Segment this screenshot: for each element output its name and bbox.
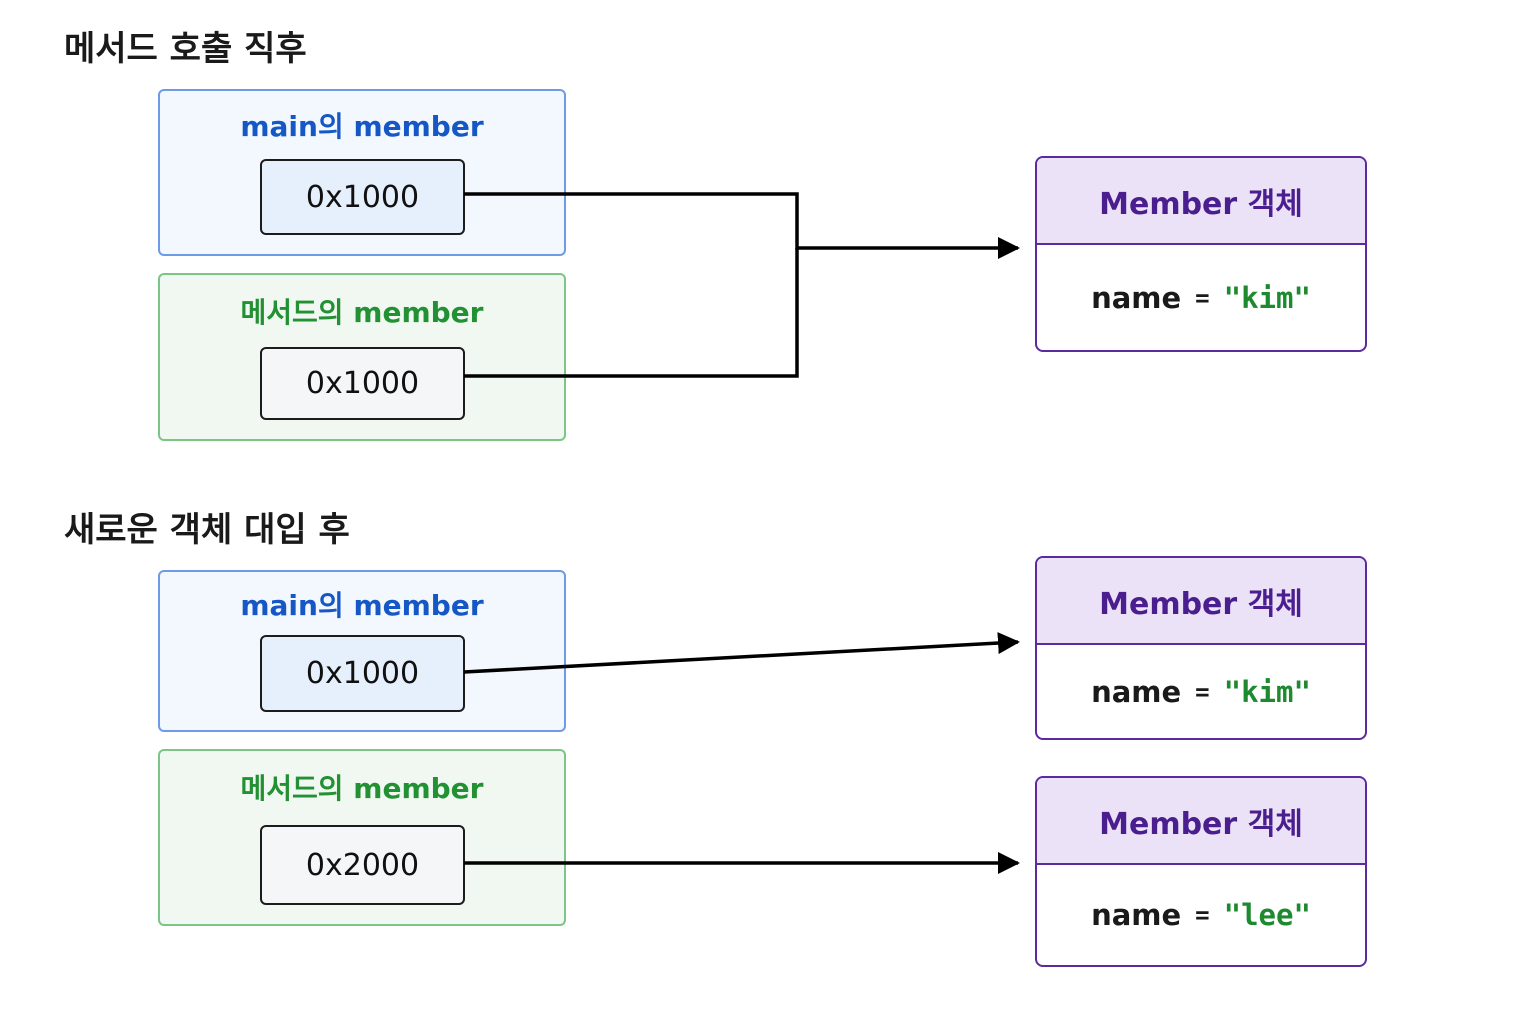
member-object-kim: Member 객체 name = "kim" <box>1035 556 1367 740</box>
field-value-lee: "lee" <box>1223 898 1311 932</box>
member-object-header-kim: Member 객체 <box>1037 558 1365 645</box>
field-value: "kim" <box>1223 280 1311 315</box>
arrow-main-to-shared-object <box>464 192 1020 259</box>
member-object-kim-shared: Member 객체 name = "kim" <box>1035 156 1367 352</box>
method-member-label: 메서드의 member <box>240 296 484 329</box>
main-member-label-2: main의 member <box>240 589 484 622</box>
field-name: name <box>1091 280 1182 315</box>
method-member-box-2: 메서드의 member 0x2000 <box>158 749 566 926</box>
field-name-lee: name <box>1091 898 1182 932</box>
method-member-address-2: 0x2000 <box>260 825 465 905</box>
section-title-after-reassign: 새로운 객체 대입 후 <box>64 510 350 550</box>
field-operator-kim: = <box>1195 677 1210 706</box>
arrow-main-to-kim-object <box>463 632 1020 674</box>
main-member-address-2: 0x1000 <box>260 635 465 712</box>
member-object-header: Member 객체 <box>1037 158 1365 245</box>
main-member-label: main의 member <box>240 110 484 143</box>
member-object-header-lee: Member 객체 <box>1037 778 1365 865</box>
method-member-box: 메서드의 member 0x1000 <box>158 273 566 441</box>
main-member-box: main의 member 0x1000 <box>158 89 566 256</box>
field-operator-lee: = <box>1195 901 1210 929</box>
method-member-address: 0x1000 <box>260 347 465 420</box>
member-object-field-lee: name = "lee" <box>1037 865 1365 965</box>
method-member-label-2: 메서드의 member <box>240 772 484 805</box>
main-member-box-2: main의 member 0x1000 <box>158 570 566 732</box>
main-member-address: 0x1000 <box>260 159 465 235</box>
field-name-kim: name <box>1091 674 1182 709</box>
member-object-field: name = "kim" <box>1037 245 1365 350</box>
section-title-after-call: 메서드 호출 직후 <box>64 29 307 69</box>
field-operator: = <box>1195 283 1210 312</box>
member-object-lee: Member 객체 name = "lee" <box>1035 776 1367 967</box>
arrow-method-to-shared-object <box>464 248 799 378</box>
field-value-kim: "kim" <box>1223 674 1311 709</box>
member-object-field-kim: name = "kim" <box>1037 645 1365 738</box>
